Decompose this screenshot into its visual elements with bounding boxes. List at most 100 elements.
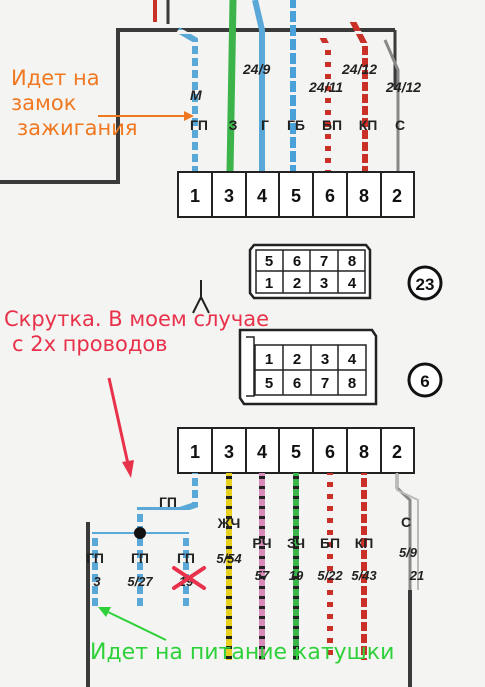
top-wire-name-s: С [395,117,405,133]
c6-pin-4: 4 [348,351,357,368]
bottom-wire-name-rch: РЧ [252,535,271,551]
c6-pin-2: 2 [293,351,301,368]
top-connector-block: 1 3 4 5 6 8 2 [177,171,415,218]
branch-label-2: ГП [131,550,149,566]
bottom-ref-21: 21 [409,568,424,583]
top-circuit-refs: М 24/9 24/11 24/12 24/12 [190,61,421,103]
c6-pin-7: 7 [321,375,329,392]
c23-pin-5: 5 [265,253,273,270]
bottom-branch-name-gp: ГП [159,494,177,510]
badge-23-label: 23 [416,275,435,294]
branch-ref-5-27: 5/27 [127,574,153,589]
wire-gp-top [176,27,198,172]
top-pin-8: 8 [359,186,369,206]
c23-pin-2: 2 [293,275,301,292]
connector-23: 5 6 7 8 1 2 3 4 [248,243,372,300]
c6-pin-6: 6 [293,375,301,392]
bottom-ref-5-22: 5/22 [317,568,343,583]
c23-pin-6: 6 [293,253,301,270]
c6-pin-3: 3 [321,351,329,368]
top-ref-m: М [190,87,202,103]
top-pin-3: 3 [224,186,234,206]
c6-pin-8: 8 [348,375,356,392]
bottom-connector-block: 1 3 4 5 6 8 2 [177,427,415,474]
bottom-pin-4: 4 [257,442,267,462]
ignition-arrow-head [184,111,194,121]
bottom-wire-names: ГП ЖЧ РЧ ЗЧ БП КП С ГП ГП ГП [86,494,411,566]
bottom-ref-5-43: 5/43 [351,568,377,583]
coil-arrow-head [98,607,111,617]
bottom-pin-3: 3 [224,442,234,462]
top-wires [176,0,400,173]
bottom-wires [92,473,419,660]
annotation-ignition-line3: зажигания [17,116,138,140]
c6-pin-1: 1 [265,351,273,368]
top-wire-name-gb: ГБ [287,117,305,133]
annotation-ignition-line2: замок [11,91,77,115]
bottom-wire-name-bp: БП [320,535,340,551]
branch-ref-3: 3 [93,574,101,589]
top-wire-name-kp: КП [359,117,378,133]
top-pin-5: 5 [291,186,301,206]
annotation-twist-line2: с 2х проводов [12,332,168,356]
top-wire-name-z: З [229,117,238,133]
bottom-ref-5-54: 5/54 [216,551,242,566]
badge-6: 6 [407,362,443,398]
top-pin-4: 4 [257,186,267,206]
connector-6: 1 2 3 4 5 6 7 8 [238,328,378,406]
twist-arrow-line [107,377,130,465]
bottom-wire-name-zch: ЗЧ [287,535,305,551]
c23-pin-7: 7 [320,253,328,270]
annotation-ignition-line1: Идет на [11,66,100,90]
branch-label-3: ГП [177,550,195,566]
bottom-ref-5-9: 5/9 [399,545,418,560]
top-wire-name-bp: БП [322,117,342,133]
top-wire-names: ГП З Г ГБ БП КП С [190,117,405,133]
wire-bp-top [319,34,331,172]
wire-s-bottom-outline [396,473,419,590]
c23-pin-4: 4 [348,275,357,292]
c6-pin-5: 5 [265,375,273,392]
coil-arrow-line [107,611,167,641]
bottom-pin-5: 5 [291,442,301,462]
top-pin-2: 2 [392,186,402,206]
branch-label-1: ГП [86,550,104,566]
bottom-ref-57: 57 [255,568,270,583]
bottom-pin-8: 8 [359,442,369,462]
bottom-wire-name-s: С [401,514,411,530]
top-wire-name-g: Г [261,117,269,133]
wire-z-top [226,0,237,173]
splice-dot [134,527,146,539]
annotation-twist: Скрутка. В моем случае с 2х проводов [4,307,269,357]
annotation-twist-line1: Скрутка. В моем случае [4,307,270,331]
c23-pin-1: 1 [265,275,273,292]
twist-arrow-head [122,460,134,478]
bottom-pin-2: 2 [392,442,402,462]
top-pin-6: 6 [325,186,335,206]
cut-mark-icon [172,566,206,590]
top-ref-24-9: 24/9 [242,61,270,77]
c23-pin-8: 8 [348,253,356,270]
bottom-pin-6: 6 [325,442,335,462]
top-ref-24-11: 24/11 [308,79,343,95]
bottom-circuit-refs: 5/54 57 19 5/22 5/43 5/9 21 3 5/27 19 [93,545,424,589]
wire-s-top [383,39,400,172]
bottom-wire-name-zhch: ЖЧ [217,515,241,531]
wire-gp-branch-3 [140,532,189,608]
bottom-ref-19: 19 [289,568,304,583]
bottom-wire-name-kp: КП [355,535,374,551]
annotation-ignition: Идет на замок зажигания [11,66,138,141]
bottom-pin-1: 1 [190,442,200,462]
badge-23: 23 [407,265,443,301]
badge-6-label: 6 [420,372,429,391]
top-ref-24-12b: 24/12 [385,79,421,95]
harness-frame-top [0,28,395,184]
wire-g-top [252,0,265,172]
annotation-coil: Идет на питание катушки [90,640,395,665]
top-pin-1: 1 [190,186,200,206]
top-wire-name-gp: ГП [190,117,208,133]
wire-kp-top [349,18,368,172]
c23-pin-3: 3 [320,275,328,292]
